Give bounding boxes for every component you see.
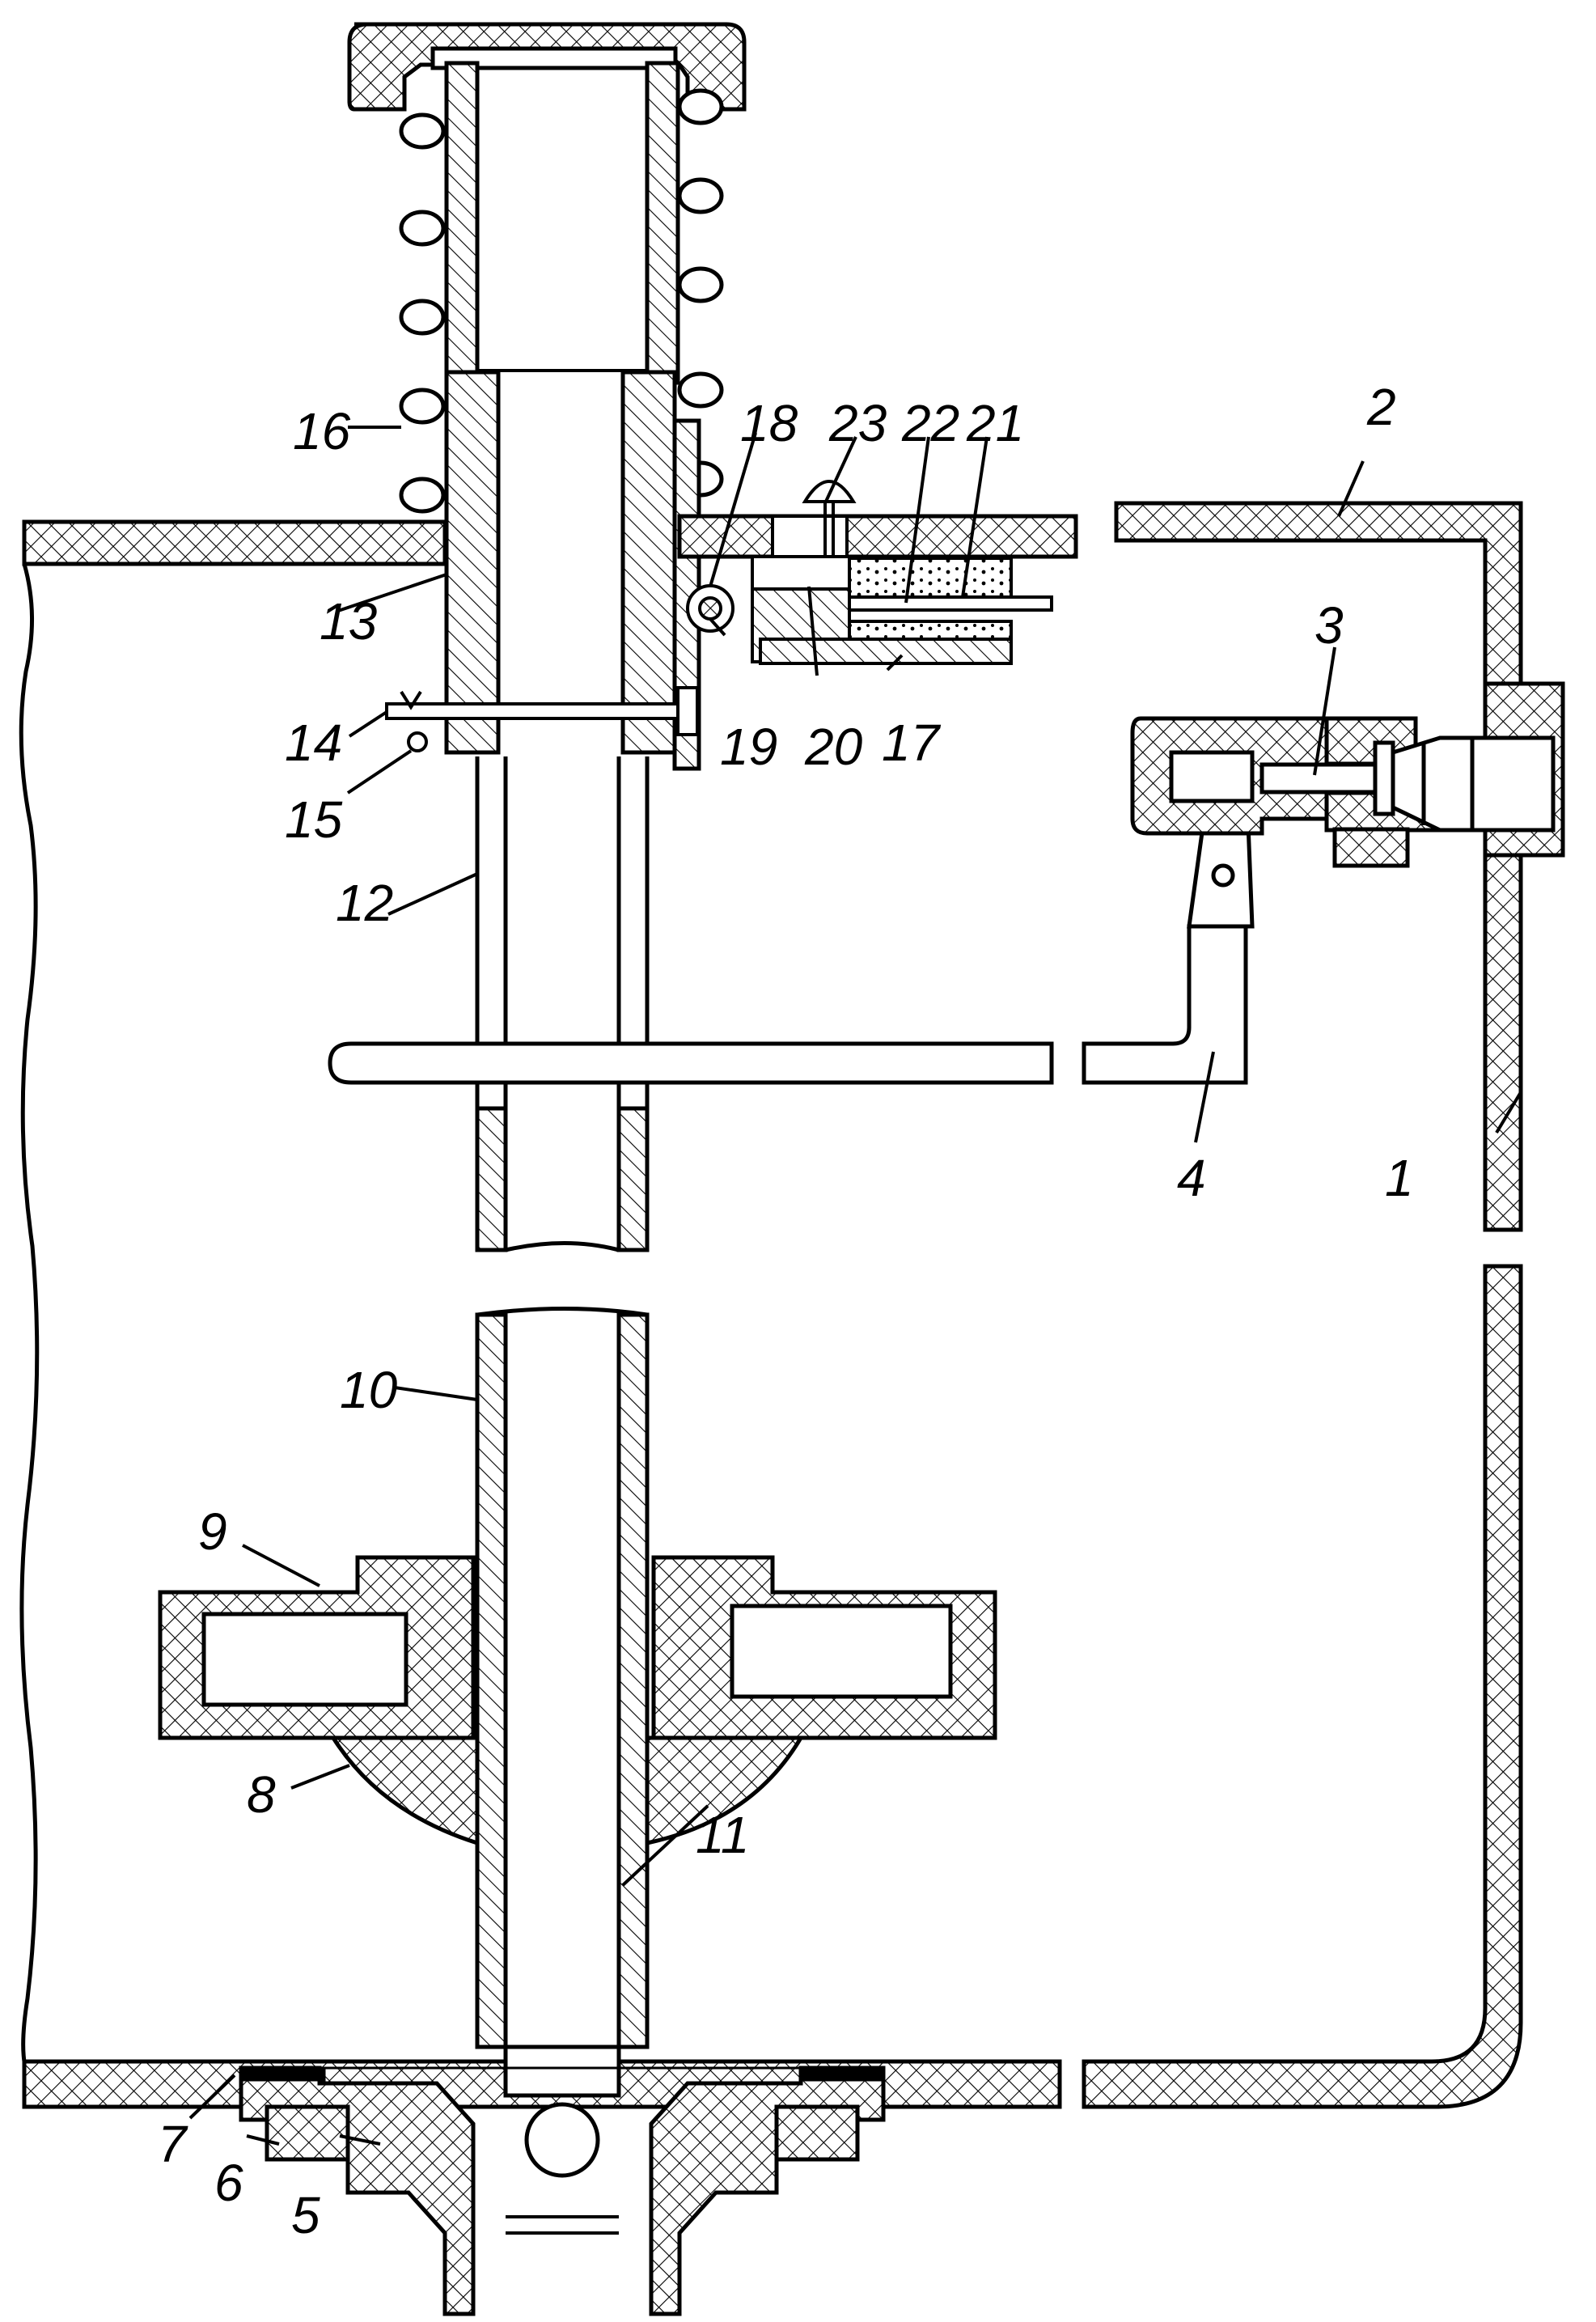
callout-13: 13 [320, 592, 378, 650]
callout-16: 16 [293, 402, 351, 460]
lower-tube-10 [477, 1309, 647, 2048]
callout-5: 5 [291, 2186, 320, 2244]
callout-23: 23 [828, 394, 887, 452]
callout-9: 9 [198, 1502, 227, 1561]
callout-20: 20 [804, 718, 863, 776]
callout-19: 19 [720, 718, 777, 776]
port-11 [527, 2104, 598, 2176]
callout-12: 12 [336, 874, 393, 932]
callout-22: 22 [901, 394, 959, 452]
callout-3: 3 [1314, 596, 1344, 655]
callout-7: 7 [158, 2115, 188, 2173]
callout-17: 17 [882, 714, 942, 772]
callout-8: 8 [247, 1765, 276, 1824]
callout-10: 10 [340, 1361, 398, 1419]
callout-6: 6 [214, 2154, 243, 2212]
housing-left-break-line [21, 564, 37, 2061]
callout-15: 15 [285, 790, 343, 849]
rod-12 [477, 756, 647, 1250]
float-9 [160, 1557, 995, 1738]
callout-2: 2 [1366, 378, 1396, 436]
upper-tube [447, 63, 678, 383]
callout-1: 1 [1385, 1149, 1414, 1207]
callout-4: 4 [1177, 1149, 1206, 1207]
callout-21: 21 [966, 394, 1024, 452]
valve-seat-5 [241, 2047, 883, 2314]
ring-15 [409, 733, 426, 751]
callout-18: 18 [740, 394, 798, 452]
callout-11: 11 [696, 1806, 749, 1864]
callout-14: 14 [285, 714, 342, 772]
latch-assembly-17-23 [679, 481, 1076, 663]
lever-arm-4 [330, 762, 1252, 1083]
